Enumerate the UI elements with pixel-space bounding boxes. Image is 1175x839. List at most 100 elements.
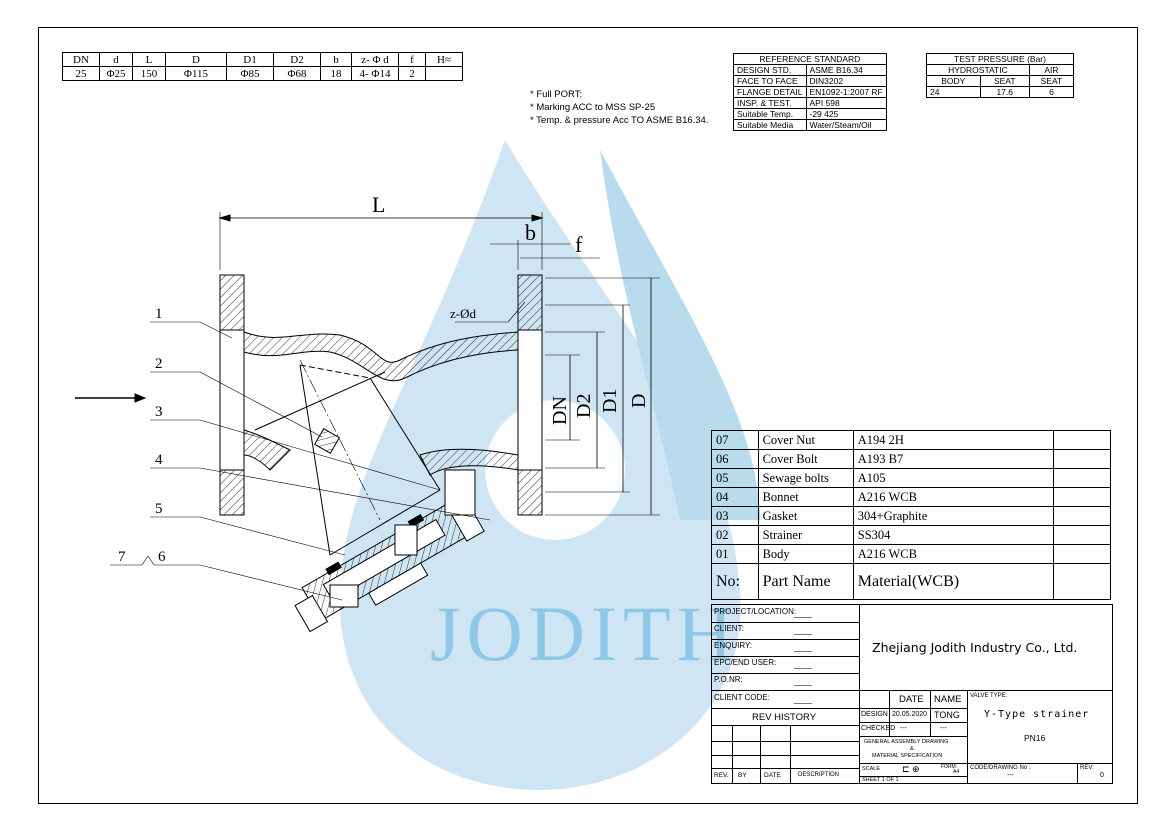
parts-cell: Bonnet — [757, 487, 854, 507]
callout-1: 1 — [155, 306, 163, 322]
parts-cell: Cover Nut — [757, 430, 854, 450]
name-header: NAME — [934, 694, 962, 705]
parts-cell: A194 2H — [852, 430, 1055, 450]
sheet-border — [38, 27, 1138, 804]
parts-cell: 06 — [711, 449, 759, 469]
rev-value: 0 — [1100, 772, 1104, 779]
po-value: ____ — [794, 677, 812, 686]
parts-cell: Cover Bolt — [757, 449, 854, 469]
gad-line1: GENERAL ASSEMBLY DRAWING — [864, 739, 949, 745]
parts-cell: 07 — [711, 430, 759, 450]
parts-cell-blank — [1053, 506, 1111, 526]
dim-d2-label: D2 — [573, 394, 595, 418]
dim-l-label: L — [372, 192, 385, 217]
design-name: TONG — [934, 710, 960, 720]
dim-b-label: b — [525, 220, 536, 245]
val-air-seat: 6 — [1028, 86, 1075, 98]
callout-7: 7 — [118, 549, 126, 565]
dim-value-4: Φ85 — [226, 66, 274, 81]
epc-label: EPC/END USER: — [714, 658, 777, 667]
checked-name: --- — [940, 725, 947, 732]
checked-date: --- — [900, 725, 907, 732]
company-name: Zhejiang Jodith Industry Co., Ltd. — [872, 640, 1078, 655]
parts-header-name: Part Name — [757, 563, 854, 600]
col-seat: SEAT — [979, 75, 1030, 87]
reference-cell: Suitable Media — [733, 119, 807, 131]
project-value: ____ — [794, 609, 812, 618]
parts-cell: Strainer — [757, 525, 854, 545]
parts-cell-blank — [1053, 487, 1111, 507]
dim-header-9: H≈ — [425, 52, 463, 67]
scale-label: SCALE — [862, 766, 881, 772]
design-label: DESIGN — [861, 711, 888, 718]
checked-label: CHECKED — [861, 725, 896, 732]
dim-value-9 — [425, 66, 463, 81]
dim-header-4: D1 — [226, 52, 274, 67]
sheet-label: SHEET 1 OF 1 — [862, 777, 899, 783]
callout-4: 4 — [155, 452, 163, 468]
client-code-value: ____ — [794, 695, 812, 704]
callout-3: 3 — [155, 404, 163, 420]
dim-zd-label: z-Ød — [450, 306, 476, 321]
client-label: CLIENT: — [714, 624, 744, 633]
parts-cell: A216 WCB — [852, 544, 1055, 564]
reference-row: Suitable Temp.-29 425 — [733, 108, 887, 120]
valve-type-label: VALVE TYPE: — [970, 693, 1008, 699]
reference-row: INSP. & TEST.API 598 — [733, 97, 887, 109]
dim-d1-label: D1 — [599, 389, 621, 413]
dim-dn-label: DN — [549, 396, 571, 425]
reference-standard-table: REFERENCE STANDARD DESIGN STD.ASME B16.3… — [733, 53, 887, 131]
rev-col-by: BY — [738, 772, 747, 779]
callout-2: 2 — [155, 356, 163, 372]
callout-5: 5 — [155, 501, 163, 517]
parts-cell: SS304 — [852, 525, 1055, 545]
code-label: CODE/DRAWING No : — [970, 765, 1031, 771]
val-seat: 17.6 — [979, 86, 1030, 98]
dim-header-7: z- Φ d — [351, 52, 399, 67]
title-block: PROJECT/LOCATION: ____ CLIENT: ____ ENQU… — [711, 604, 1113, 784]
form-value: A4 — [953, 769, 960, 775]
gad-line2: & — [910, 746, 914, 752]
parts-cell: 02 — [711, 525, 759, 545]
dim-value-5: Φ68 — [273, 66, 321, 81]
client-code-label: CLIENT CODE: — [714, 693, 770, 702]
parts-header-no: No: — [711, 563, 759, 600]
dim-d-label: D — [628, 394, 650, 408]
design-date: 20.05.2020 — [892, 711, 928, 718]
note-temp-pressure: * Temp. & pressure Acc TO ASME B16.34. — [530, 115, 709, 126]
dim-value-1: Φ25 — [99, 66, 133, 81]
enquiry-value: ____ — [794, 643, 812, 652]
rev-col-description: DESCRIPTION — [798, 772, 840, 778]
dim-f-label: f — [575, 232, 583, 257]
notes: * Full PORT; * Marking ACC to MSS SP-25 … — [530, 88, 708, 127]
date-header: DATE — [899, 694, 924, 705]
parts-cell: 03 — [711, 506, 759, 526]
parts-cell-blank — [1053, 525, 1111, 545]
valve-type: Y-Type strainer — [984, 709, 1090, 720]
projection-icon: ⊏ ⊕ — [902, 764, 920, 774]
client-value: ____ — [794, 626, 812, 635]
parts-cell: 05 — [711, 468, 759, 488]
parts-cell: 01 — [711, 544, 759, 564]
callout-6: 6 — [158, 549, 166, 565]
dim-value-7: 4- Φ14 — [351, 66, 399, 81]
parts-cell-blank — [1053, 449, 1111, 469]
parts-cell: 04 — [711, 487, 759, 507]
parts-cell: A193 B7 — [852, 449, 1055, 469]
parts-cell-blank — [1053, 468, 1111, 488]
gad-line3: MATERIAL SPECIFICATION — [872, 753, 943, 759]
reference-cell: Water/Steam/Oil — [805, 119, 887, 131]
parts-cell: Gasket — [757, 506, 854, 526]
enquiry-label: ENQUIRY: — [714, 641, 753, 650]
rev-col-date: DATE — [764, 772, 781, 779]
